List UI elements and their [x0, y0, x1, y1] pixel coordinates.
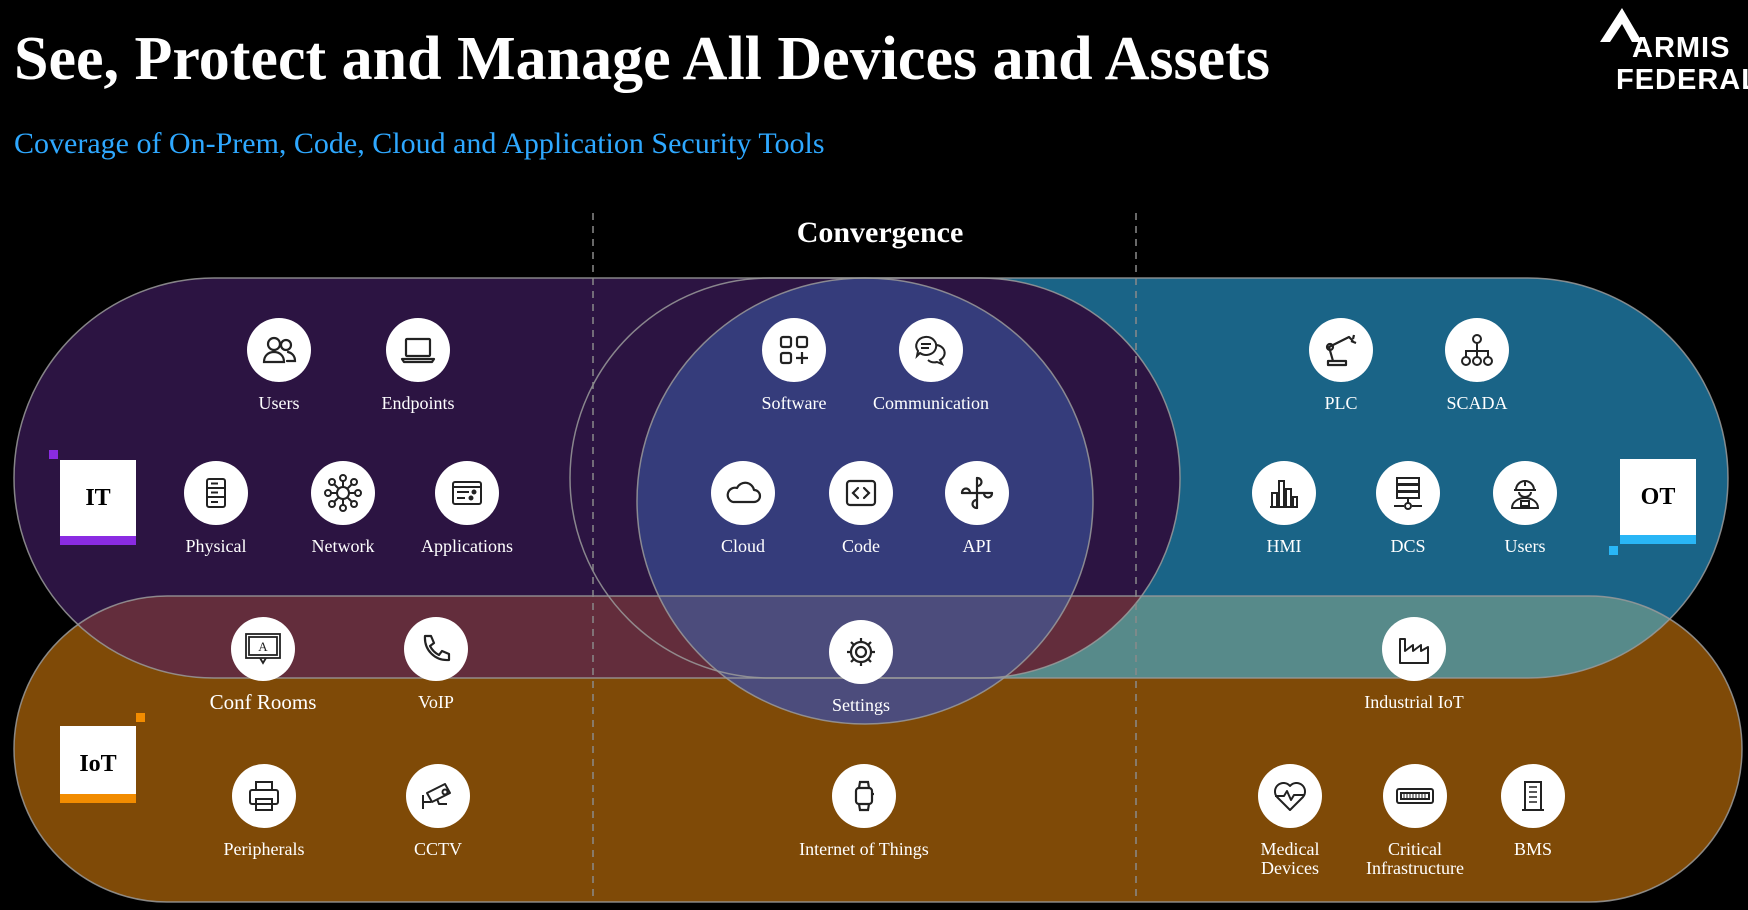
cctv-camera-icon — [406, 764, 470, 828]
switch-rack-icon — [1383, 764, 1447, 828]
medical-devices-label-line-1: Medical — [1260, 839, 1320, 859]
network-item[interactable]: Network — [248, 461, 438, 556]
it-category-tag: IT — [60, 460, 136, 536]
ot-category-tag: OT — [1620, 459, 1696, 535]
svg-text:A: A — [258, 639, 268, 654]
heartbeat-icon — [1258, 764, 1322, 828]
bar-chart-icon — [1252, 461, 1316, 525]
convergence-iot-overlap — [637, 596, 1093, 724]
cloud-icon — [711, 461, 775, 525]
api-icon — [945, 461, 1009, 525]
code-icon — [829, 461, 893, 525]
dcs-label: DCS — [1390, 536, 1426, 556]
hmi-label: HMI — [1266, 536, 1302, 556]
bms-item[interactable]: BMS — [1438, 764, 1628, 859]
physical-label: Physical — [185, 536, 247, 556]
iot-accent-bar — [60, 794, 136, 803]
network-label: Network — [311, 536, 375, 556]
settings-label: Settings — [831, 695, 890, 715]
server-network-icon — [1376, 461, 1440, 525]
robot-arm-icon — [1309, 318, 1373, 382]
factory-icon — [1382, 617, 1446, 681]
applications-item[interactable]: Applications — [372, 461, 562, 556]
ot-accent-bar — [1620, 535, 1696, 544]
it-users-label: Users — [258, 393, 300, 413]
api-item[interactable]: API — [882, 461, 1072, 556]
scada-item[interactable]: SCADA — [1382, 318, 1572, 413]
ot-users-label: Users — [1504, 536, 1546, 556]
conf-rooms-item[interactable]: A Conf Rooms — [168, 617, 358, 714]
page-title: See, Protect and Manage All Devices and … — [14, 25, 1270, 93]
convergence-label: Convergence — [796, 216, 964, 249]
medical-devices-label-line-2: Devices — [1261, 858, 1319, 878]
plc-label: PLC — [1324, 393, 1358, 413]
communication-item[interactable]: Communication — [836, 318, 1026, 413]
conf-rooms-label: Conf Rooms — [209, 690, 317, 714]
voip-label: VoIP — [418, 692, 454, 712]
cloud-label: Cloud — [720, 536, 765, 556]
internet-of-things-item[interactable]: Internet of Things — [769, 764, 959, 859]
peripherals-label: Peripherals — [223, 839, 305, 859]
cctv-item[interactable]: CCTV — [343, 764, 533, 859]
software-item[interactable]: Software — [699, 318, 889, 413]
physical-item[interactable]: Physical — [121, 461, 311, 556]
api-label: API — [962, 536, 992, 556]
users-icon — [247, 318, 311, 382]
critical-infrastructure-label-line-2: Infrastructure — [1366, 858, 1464, 878]
ot-users-item[interactable]: Users — [1430, 461, 1620, 556]
peripherals-item[interactable]: Peripherals — [169, 764, 359, 859]
gear-icon — [829, 620, 893, 684]
it-users-item[interactable]: Users — [184, 318, 374, 413]
scada-label: SCADA — [1446, 393, 1508, 413]
internet-of-things-label: Internet of Things — [799, 839, 929, 859]
voip-item[interactable]: VoIP — [341, 617, 531, 712]
applications-label: Applications — [421, 536, 513, 556]
endpoints-item[interactable]: Endpoints — [323, 318, 513, 413]
building-icon — [1501, 764, 1565, 828]
dcs-item[interactable]: DCS — [1313, 461, 1503, 556]
iot-accent-square — [136, 713, 145, 722]
critical-infrastructure-label-line-1: Critical — [1388, 839, 1442, 859]
hmi-item[interactable]: HMI — [1189, 461, 1379, 556]
logo-line-1: ARMIS — [1632, 32, 1731, 64]
laptop-icon — [386, 318, 450, 382]
bms-label: BMS — [1513, 839, 1553, 859]
endpoints-label: Endpoints — [381, 393, 455, 413]
settings-item[interactable]: Settings — [766, 620, 956, 715]
industrial-iot-item[interactable]: Industrial IoT — [1319, 617, 1509, 712]
software-grid-icon — [762, 318, 826, 382]
cloud-item[interactable]: Cloud — [648, 461, 838, 556]
armis-logo-mark-icon — [1600, 8, 1642, 42]
hierarchy-icon — [1445, 318, 1509, 382]
it-accent-bar — [60, 536, 136, 545]
armis-federal-logo: ARMIS FEDERAL — [1598, 6, 1748, 96]
printer-icon — [232, 764, 296, 828]
cctv-label: CCTV — [413, 839, 462, 859]
network-icon — [311, 461, 375, 525]
plc-item[interactable]: PLC — [1246, 318, 1436, 413]
smartwatch-icon — [832, 764, 896, 828]
applications-icon — [435, 461, 499, 525]
worker-icon — [1493, 461, 1557, 525]
it-accent-square — [49, 450, 58, 459]
communication-label: Communication — [873, 393, 989, 413]
logo-line-2: FEDERAL — [1616, 64, 1748, 96]
ot-accent-square — [1609, 546, 1618, 555]
server-icon — [184, 461, 248, 525]
code-item[interactable]: Code — [766, 461, 956, 556]
iot-category-tag: IoT — [60, 726, 136, 802]
code-label: Code — [842, 536, 880, 556]
phone-icon — [404, 617, 468, 681]
software-label: Software — [761, 393, 827, 413]
presentation-board-icon: A — [231, 617, 295, 681]
industrial-iot-label: Industrial IoT — [1364, 692, 1464, 712]
page-subtitle: Coverage of On-Prem, Code, Cloud and App… — [14, 127, 825, 160]
chat-icon — [899, 318, 963, 382]
